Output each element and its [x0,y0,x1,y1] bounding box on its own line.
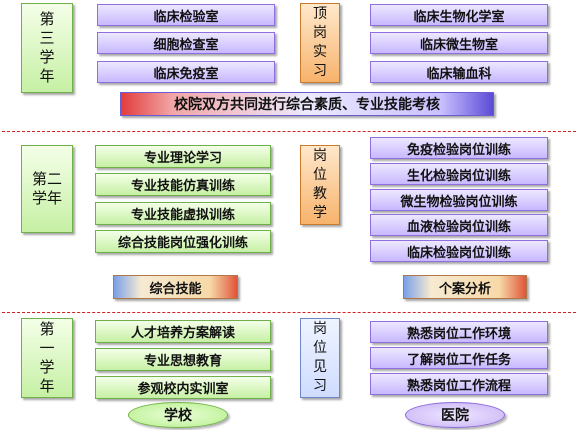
hospital-summary-case-analysis: 个案分析 [403,275,527,299]
year3-bridge-char: 习 [313,63,327,79]
year3-school-item-3: 临床免疫室 [97,61,275,83]
year2-hospital-item-4: 血液检验岗位训练 [370,214,548,236]
year1-bridge-label: 岗 位 见 习 [300,318,340,398]
year3-bridge-label: 顶 岗 实 习 [300,3,340,83]
year2-label: 第二 学年 [21,145,73,233]
year1-bridge-char: 岗 [313,321,327,337]
year2-hospital-item-5: 临床检验岗位训练 [370,240,548,262]
year3-hospital-item-1: 临床生物化学室 [370,4,548,26]
year2-school-item-4: 综合技能岗位强化训练 [95,230,271,253]
year2-bridge-char: 岗 [313,148,327,164]
year2-bridge-char: 学 [313,205,327,221]
year1-label-char: 一 [39,339,55,357]
year1-hospital-item-2: 了解岗位工作任务 [370,347,548,369]
year3-label-char: 第 [39,10,55,28]
year1-label-char: 第 [39,320,55,338]
year2-bridge-char: 位 [313,167,327,183]
year1-school-item-2: 专业思想教育 [95,348,271,371]
year3-school-item-2: 细胞检查室 [97,32,275,54]
year1-label-char: 年 [39,377,55,395]
year1-label-char: 学 [39,358,55,376]
year1-bridge-char: 位 [313,340,327,356]
year3-label: 第 三 学 年 [21,3,73,93]
divider-year2-year1 [2,312,576,313]
year3-school-item-1: 临床检验室 [97,4,275,26]
year3-bridge-char: 岗 [313,25,327,41]
year2-school-item-3: 专业技能虚拟训练 [95,202,271,225]
hospital-ellipse: 医院 [405,402,505,428]
year2-label-line: 第二 [31,170,62,188]
year1-label: 第 一 学 年 [21,318,73,398]
joint-assessment-banner: 校院双方共同进行综合素质、专业技能考核 [120,92,494,116]
year2-hospital-item-2: 生化检验岗位训练 [370,163,548,185]
year2-bridge-label: 岗 位 教 学 [300,145,340,225]
year3-bridge-char: 实 [313,44,327,60]
year1-bridge-char: 见 [313,359,327,375]
year2-label-line: 学年 [31,189,62,207]
year2-hospital-item-1: 免疫检验岗位训练 [370,137,548,159]
divider-year3-year2 [2,131,576,132]
year1-school-item-3: 参观校内实训室 [95,376,271,399]
year1-hospital-item-1: 熟悉岗位工作环境 [370,321,548,343]
year1-bridge-char: 习 [313,378,327,394]
year1-school-item-1: 人才培养方案解读 [95,320,271,343]
year3-label-char: 学 [39,48,55,66]
year2-school-item-2: 专业技能仿真训练 [95,173,271,196]
year3-hospital-item-2: 临床微生物室 [370,32,548,54]
year2-hospital-item-3: 微生物检验岗位训练 [370,189,548,211]
year2-school-item-1: 专业理论学习 [95,145,271,168]
year3-label-char: 年 [39,67,55,85]
year1-hospital-item-3: 熟悉岗位工作流程 [370,373,548,395]
year3-label-char: 三 [39,29,55,47]
year3-bridge-char: 顶 [313,6,327,22]
school-ellipse: 学校 [128,402,228,428]
school-summary-comprehensive-skills: 综合技能 [113,275,238,299]
year2-bridge-char: 教 [313,186,327,202]
year3-hospital-item-3: 临床输血科 [370,61,548,83]
